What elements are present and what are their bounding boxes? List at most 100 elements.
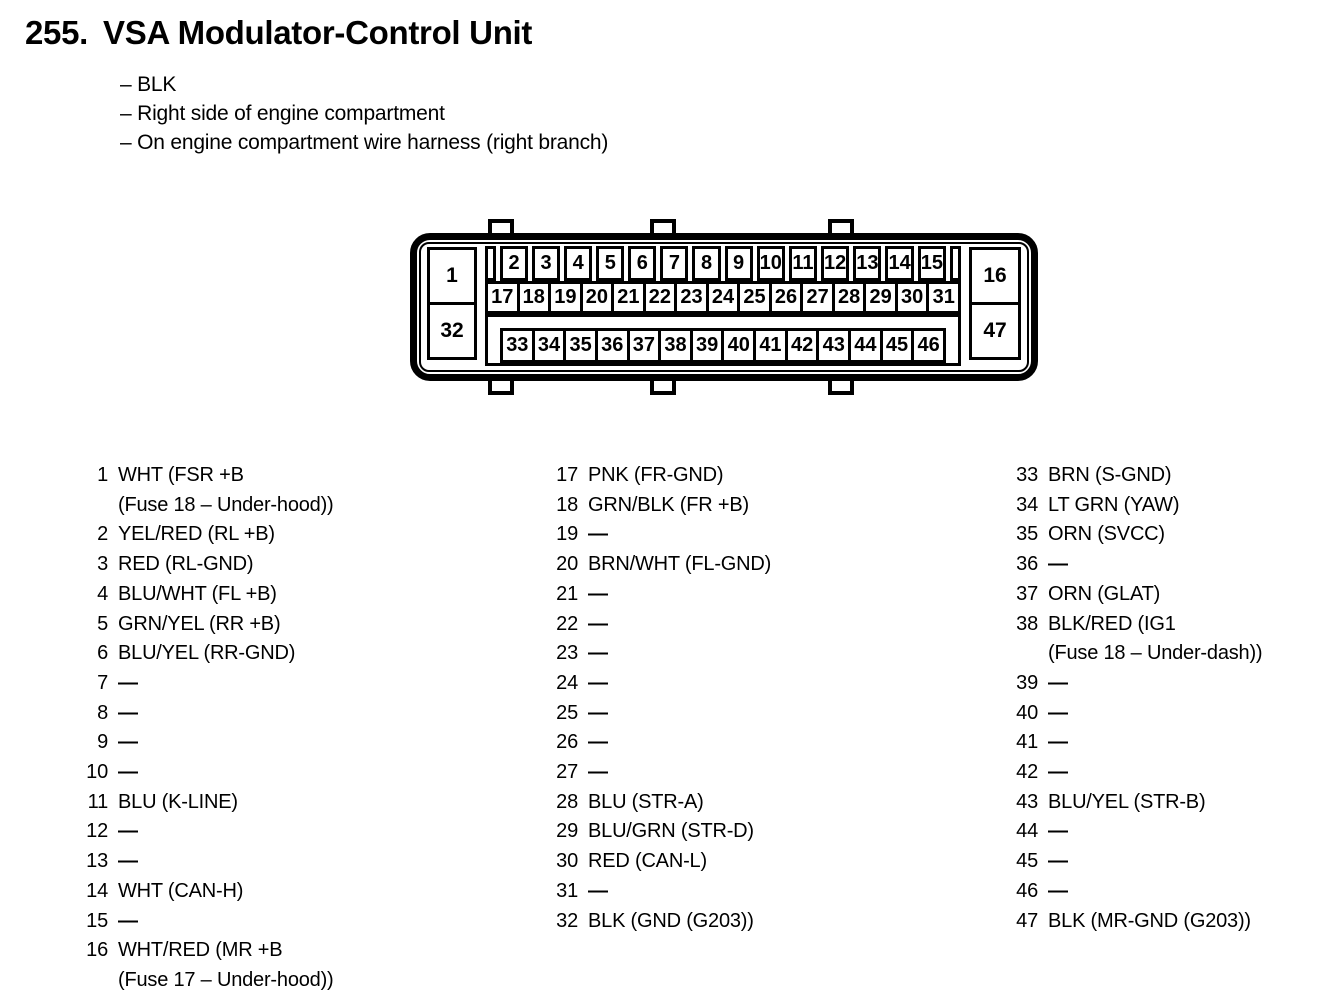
pin-number: 10 (86, 761, 108, 784)
pin-not-used-dash: — (588, 731, 609, 754)
pin-number: 42 (1016, 761, 1038, 784)
pin-description-row: 15— (76, 907, 456, 937)
connector-pin: 30 (894, 281, 930, 314)
connector-pin: 23 (674, 281, 709, 314)
pin-description-row: 34 LT GRN (YAW) (1006, 491, 1326, 521)
page-title: 255.VSA Modulator-Control Unit (25, 14, 532, 52)
connector-blank-cavity (485, 246, 496, 281)
pin-wire-description: ORN (SVCC) (1048, 523, 1165, 546)
connector-pin: 32 (427, 302, 477, 360)
pin-wire-description: RED (CAN-L) (588, 850, 707, 873)
pin-number: 44 (1016, 820, 1038, 843)
connector-pin: 42 (784, 328, 820, 363)
pin-number: 4 (97, 582, 108, 605)
pin-number: 29 (556, 820, 578, 843)
mounting-tab (650, 219, 676, 237)
pin-not-used-dash: — (588, 642, 609, 665)
pin-description-row: 21— (546, 580, 926, 610)
connector-pin: 3 (532, 246, 561, 281)
pin-wire-description: LT GRN (YAW) (1048, 493, 1180, 516)
pin-description-row: 27— (546, 758, 926, 788)
pin-number: 24 (556, 671, 578, 694)
pin-number: 34 (1016, 493, 1038, 516)
pin-number: 32 (556, 909, 578, 932)
pin-not-used-dash: — (1048, 761, 1069, 784)
pin-not-used-dash: — (588, 523, 609, 546)
pin-description-row: 36— (1006, 550, 1326, 580)
pin-not-used-dash: — (588, 612, 609, 635)
pin-number: 27 (556, 761, 578, 784)
pin-description-row: 26— (546, 728, 926, 758)
mounting-tab (828, 219, 854, 237)
pin-not-used-dash: — (588, 701, 609, 724)
connector-pin: 38 (658, 328, 693, 363)
pin-number: 3 (97, 553, 108, 576)
pin-not-used-dash: — (1048, 671, 1069, 694)
pin-description-row: 42 — (1006, 758, 1326, 788)
pin-wire-description: BLU/WHT (FL +B) (118, 582, 277, 605)
connector-pin: 24 (705, 281, 741, 314)
pin-not-used-dash: — (588, 879, 609, 902)
pin-number: 35 (1016, 523, 1038, 546)
pin-wire-description: BLK (MR-GND (G203)) (1048, 909, 1251, 932)
connector-pin: 40 (721, 328, 757, 363)
pin-wire-description: BLK (GND (G203)) (588, 909, 754, 932)
pin-not-used-dash: — (118, 701, 139, 724)
pin-not-used-dash: — (1048, 731, 1069, 754)
pin-not-used-dash: — (588, 671, 609, 694)
connector-pin: 35 (563, 328, 598, 363)
connector-pin: 46 (911, 328, 946, 363)
pin-not-used-dash: — (1048, 820, 1069, 843)
connector-pin: 18 (516, 281, 552, 314)
pin-description-row: 10— (76, 758, 456, 788)
note-line: – Right side of engine compartment (120, 102, 445, 125)
pin-not-used-dash: — (1048, 879, 1069, 902)
pin-description-row: 22— (546, 610, 926, 640)
connector-notes: – BLK – Right side of engine compartment… (120, 70, 608, 157)
connector-pin: 20 (579, 281, 615, 314)
pin-description-row: 44 — (1006, 817, 1326, 847)
pin-description-row: 31 — (546, 877, 926, 907)
pin-number: 7 (97, 671, 108, 694)
connector-pin: 4 (564, 246, 593, 281)
connector-pin: 13 (853, 246, 882, 281)
pin-number: 13 (86, 850, 108, 873)
pin-number: 12 (86, 820, 108, 843)
pin-wire-description: WHT/RED (MR +B (118, 939, 283, 962)
connector-pin: 14 (885, 246, 914, 281)
pin-description-row: 45— (1006, 847, 1326, 877)
pin-wire-description: RED (RL-GND) (118, 553, 254, 576)
pin-description-row: 32 BLK (GND (G203)) (546, 907, 926, 937)
pin-number: 40 (1016, 701, 1038, 724)
pin-not-used-dash: — (118, 909, 139, 932)
connector-right-column: 16 47 (969, 247, 1021, 360)
pin-number: 20 (556, 553, 578, 576)
connector-pin: 22 (642, 281, 678, 314)
connector-pin: 27 (800, 281, 835, 314)
pin-wire-description: WHT (FSR +B (118, 464, 244, 486)
pin-number: 43 (1016, 790, 1038, 813)
pin-description-row: 35 ORN (SVCC) (1006, 520, 1326, 550)
pin-number: 28 (556, 790, 578, 813)
pin-description-row: 46— (1006, 877, 1326, 907)
pin-wire-description-continued: (Fuse 17 – Under-hood)) (118, 968, 334, 991)
connector-pin: 21 (611, 281, 646, 314)
pin-number: 19 (556, 523, 578, 546)
pin-number: 31 (556, 879, 578, 902)
pin-description-row: 23— (546, 639, 926, 669)
pin-number: 33 (1016, 464, 1038, 486)
pin-wire-description: BRN (S-GND) (1048, 464, 1172, 486)
